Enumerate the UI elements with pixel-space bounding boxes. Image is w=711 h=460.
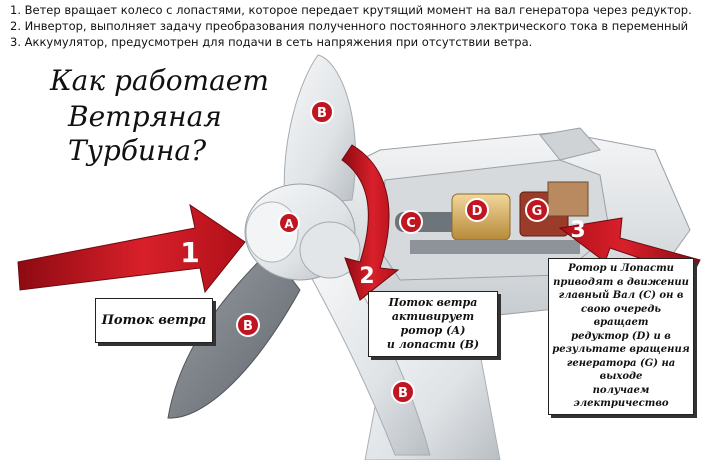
marker-blade-bottom: B — [391, 380, 415, 404]
callout-explain-line: генератора (G) на выходе — [566, 357, 676, 383]
marker-generator: G — [525, 198, 549, 222]
callout-explain-line: приводят в движении — [553, 276, 689, 288]
marker-gearbox: D — [465, 198, 489, 222]
blade-bottom — [309, 259, 431, 456]
blade-top — [283, 54, 356, 206]
arrow-2-number: 2 — [359, 264, 374, 289]
svg-text:C: C — [406, 216, 416, 231]
blade-left — [167, 249, 301, 419]
callout-wind-flow-text: Поток ветра — [101, 313, 207, 328]
title-line-1: Как работает — [50, 64, 269, 97]
callout-activates-line: Поток ветра — [388, 296, 478, 309]
marker-shaft: C — [399, 210, 423, 234]
callout-explain-line: результате вращения — [552, 344, 690, 355]
cooling-unit — [539, 127, 601, 161]
svg-text:A: A — [284, 217, 294, 231]
callout-activates-line: ротор (А) — [400, 324, 466, 337]
note-3: 3. Аккумулятор, предусмотрен для подачи … — [10, 35, 533, 49]
title-line-3: Турбина? — [68, 134, 207, 167]
hub-ring — [299, 221, 361, 279]
bed-plate — [410, 240, 580, 254]
callout-explain-line: получаем электричество — [573, 384, 669, 410]
arrow-1 — [17, 203, 246, 294]
arrow-3-number: 3 — [570, 218, 585, 243]
callout-explain-line: главный Вал (С) он в — [558, 290, 684, 301]
callout-activates-line: и лопасти (B) — [386, 338, 480, 351]
svg-text:B: B — [243, 319, 253, 334]
notes-list: 1. Ветер вращает колесо с лопастями, кот… — [10, 2, 710, 50]
callout-explain-line: Ротор и Лопасти — [568, 263, 674, 274]
marker-rotor: A — [278, 212, 300, 234]
callout-explain-line: свою очередь вращает — [581, 303, 661, 329]
svg-text:G: G — [532, 204, 543, 219]
callout-rotor-explain: Ротор и Лопасти приводят в движении глав… — [548, 258, 694, 415]
title-line-2: Ветряная — [68, 100, 222, 133]
callout-activates-line: активирует — [391, 310, 475, 323]
marker-blade-left: B — [236, 313, 260, 337]
marker-blade-top: B — [310, 100, 334, 124]
svg-text:B: B — [398, 386, 408, 401]
callout-wind-activates: Поток ветра активирует ротор (А) и лопас… — [368, 291, 498, 357]
note-1: 1. Ветер вращает колесо с лопастями, кот… — [10, 3, 692, 17]
arrow-2 — [341, 144, 400, 301]
svg-text:D: D — [472, 204, 483, 219]
generator-cabinet — [547, 181, 589, 217]
arrow-1-number: 1 — [180, 236, 199, 269]
svg-text:B: B — [317, 106, 327, 121]
callout-explain-line: редуктор (D) и в — [571, 330, 671, 342]
callout-wind-flow: Поток ветра — [95, 298, 213, 343]
note-2: 2. Инвертор, выполняет задачу преобразов… — [10, 19, 689, 33]
